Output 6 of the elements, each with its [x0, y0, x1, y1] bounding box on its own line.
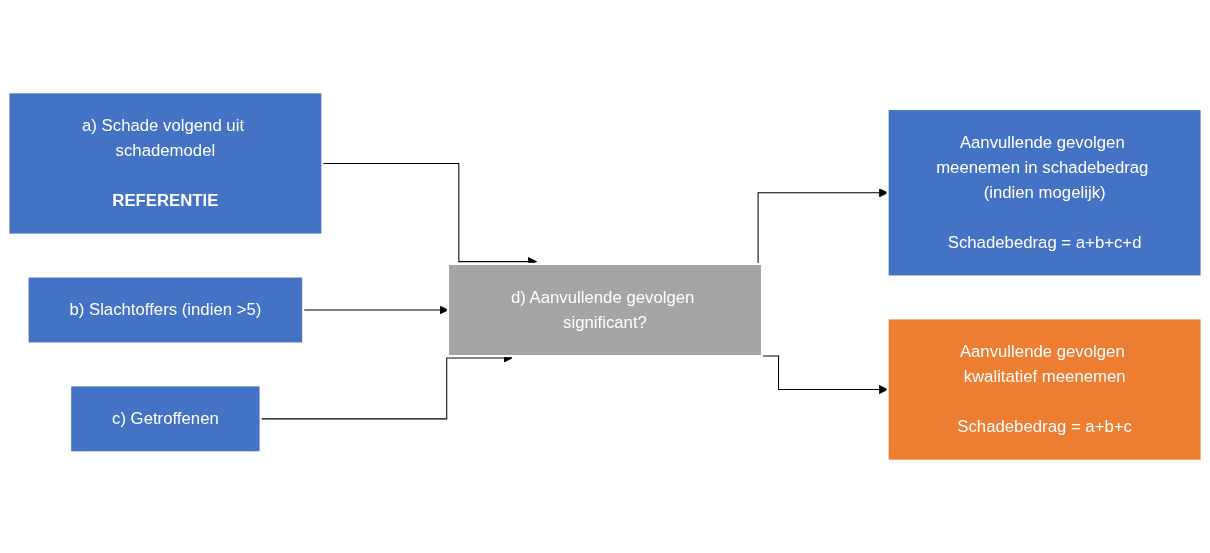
node-box: b) Slachtoffers (indien >5)	[26, 275, 305, 345]
node-box: Aanvullende gevolgen kwalitatief meenemen Schadebedrag = a+b+c	[886, 317, 1203, 462]
node-box: Aanvullende gevolgen meenemen in schadebedrag (indien mogelijk) Schadebedrag = a+b+c+d	[886, 108, 1203, 278]
node-box: a) Schade volgend uit schademodel REFERENTIE	[7, 91, 324, 236]
node-box: c) Getroffenen	[69, 384, 262, 454]
node-box: d) Aanvullende gevolgen significant?	[446, 262, 764, 358]
